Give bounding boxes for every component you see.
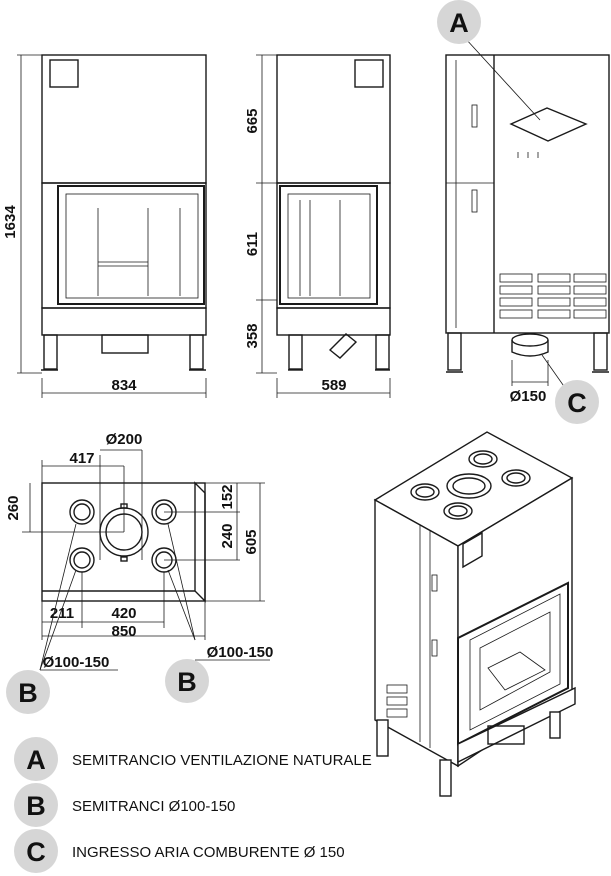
callout-b-right-label: B <box>177 667 197 697</box>
legend: A SEMITRANCIO VENTILAZIONE NATURALE B SE… <box>14 737 372 873</box>
callout-c-label: C <box>567 388 587 418</box>
dim-top-section: 665 <box>244 108 261 133</box>
back-view: Ø150 <box>445 37 610 405</box>
legend-b-letter: B <box>26 791 46 821</box>
callout-a-label: A <box>449 8 469 38</box>
legend-a-text: SEMITRANCIO VENTILAZIONE NATURALE <box>72 752 372 769</box>
dim-top-center-dia: Ø200 <box>106 431 143 448</box>
dim-top-offset: 417 <box>69 450 94 467</box>
legend-a-letter: A <box>26 745 46 775</box>
legend-c-letter: C <box>26 837 46 867</box>
dim-base-height: 358 <box>244 323 261 348</box>
dim-top-x1: 211 <box>50 605 74 622</box>
isometric-view <box>373 431 576 797</box>
callout-b-left-label: B <box>18 678 38 708</box>
dim-top-width: 850 <box>111 623 136 640</box>
dim-top-y1: 260 <box>5 495 22 520</box>
dim-top-side-dia-right: Ø100-150 <box>207 644 274 661</box>
legend-item-b: B SEMITRANCI Ø100-150 <box>14 783 235 827</box>
dim-side-inlet: Ø150 <box>510 388 547 405</box>
legend-item-a: A SEMITRANCIO VENTILAZIONE NATURALE <box>14 737 372 781</box>
callout-b-right: B <box>165 659 209 703</box>
top-view: 260 152 240 605 211 420 850 417 Ø200 Ø10… <box>5 431 273 671</box>
callout-c: C <box>555 380 599 424</box>
front-view: 1634 834 <box>2 54 207 398</box>
dim-top-side-dia-left: Ø100-150 <box>43 654 110 671</box>
legend-b-text: SEMITRANCI Ø100-150 <box>72 798 235 815</box>
legend-c-text: INGRESSO ARIA COMBURENTE Ø 150 <box>72 844 345 861</box>
dim-top-depth: 605 <box>243 529 260 554</box>
dim-opening-height: 611 <box>244 232 261 256</box>
legend-item-c: C INGRESSO ARIA COMBURENTE Ø 150 <box>14 829 345 873</box>
side-view: 665 611 358 589 <box>244 54 391 398</box>
dim-front-width: 834 <box>111 377 137 394</box>
callout-b-left: B <box>6 670 50 714</box>
dim-top-x2: 420 <box>111 605 136 622</box>
dim-total-height: 1634 <box>2 205 19 239</box>
callout-a: A <box>437 0 481 44</box>
dim-side-depth: 589 <box>321 377 346 394</box>
dim-top-y2: 152 <box>219 484 236 509</box>
dim-top-y3: 240 <box>219 523 236 548</box>
